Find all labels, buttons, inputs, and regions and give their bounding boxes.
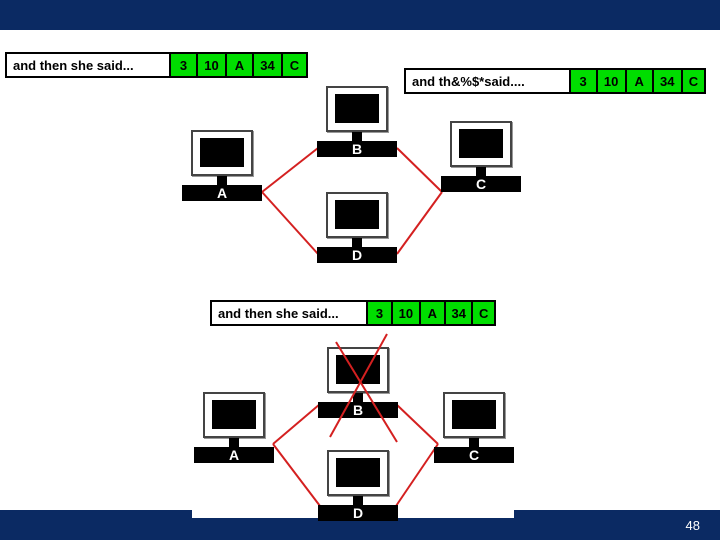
computer-c-bottom: C [434, 392, 514, 472]
packet-corrupted: and th&%$*said.... 3 10 A 34 C [404, 68, 706, 94]
packet-payload: and then she said... [212, 302, 368, 324]
cross-stroke [329, 333, 388, 438]
packet-field: 10 [597, 70, 627, 92]
monitor [203, 392, 265, 438]
node-label: D [318, 505, 398, 521]
node-label: A [182, 185, 262, 201]
packet-field: C [473, 302, 494, 324]
packet-field: 10 [198, 54, 227, 76]
packet-field: 34 [446, 302, 474, 324]
computer-c-top: C [441, 121, 521, 201]
page-number: 48 [685, 518, 700, 533]
packet-field: A [420, 302, 447, 324]
monitor [450, 121, 512, 167]
packet-field: A [626, 70, 654, 92]
link-a-d [261, 191, 319, 255]
computer-a-bottom: A [194, 392, 274, 472]
packet-field: 3 [367, 302, 394, 324]
link-a-d [272, 443, 321, 507]
packet-field: 3 [171, 54, 199, 76]
computer-b-top: B [317, 86, 397, 166]
link-a-b [261, 147, 319, 193]
monitor [443, 392, 505, 438]
packet-payload: and th&%$*said.... [406, 70, 571, 92]
link-d-c [395, 443, 439, 507]
node-label: B [318, 402, 398, 418]
packet-field: 10 [393, 302, 421, 324]
monitor [326, 192, 388, 238]
packet-field: A [226, 54, 254, 76]
link-a-b [272, 403, 321, 445]
link-b-c [396, 147, 443, 193]
node-label: C [434, 447, 514, 463]
node-label: D [317, 247, 397, 263]
packet-field: C [282, 54, 306, 76]
computer-a-top: A [182, 130, 262, 210]
computer-b-bottom: B [318, 347, 398, 427]
computer-d-top: D [317, 192, 397, 272]
computer-d-bottom: D [318, 450, 398, 530]
packet-field: 3 [570, 70, 598, 92]
packet-intact-middle: and then she said... 3 10 A 34 C [210, 300, 496, 326]
packet-field: 34 [253, 54, 283, 76]
link-d-c [396, 191, 443, 255]
monitor [326, 86, 388, 132]
node-label: A [194, 447, 274, 463]
node-label: B [317, 141, 397, 157]
monitor [191, 130, 253, 176]
cross-stroke [335, 341, 398, 443]
link-b-c [395, 403, 439, 445]
packet-field: C [682, 70, 704, 92]
packet-field: 34 [653, 70, 683, 92]
monitor [327, 450, 389, 496]
packet-payload: and then she said... [7, 54, 172, 76]
top-banner [0, 0, 720, 30]
packet-intact-top: and then she said... 3 10 A 34 C [5, 52, 308, 78]
node-label: C [441, 176, 521, 192]
